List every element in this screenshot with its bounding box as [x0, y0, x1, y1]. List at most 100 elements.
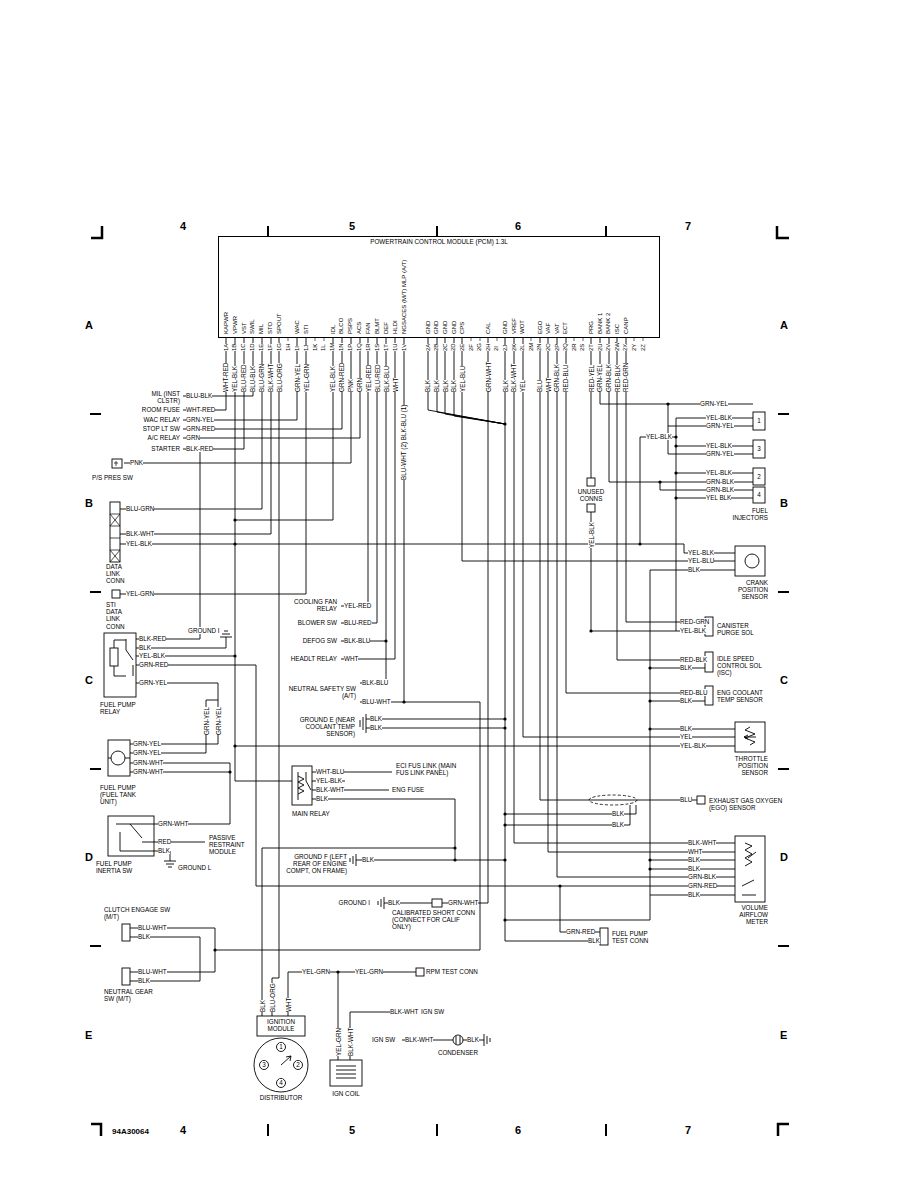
component-label: YEL BLK — [706, 494, 731, 501]
junction-dot — [674, 496, 677, 499]
wire — [366, 719, 505, 720]
component-label: GRN-BLK — [706, 486, 734, 493]
pin-number: 2D — [450, 343, 457, 351]
component-label: NEUTRAL SAFETY SW (A/T) — [288, 685, 356, 699]
component-label: BLK-RED — [186, 445, 213, 452]
component-label: BLK-WHT — [405, 1036, 433, 1043]
pin-number: 1L — [320, 344, 327, 351]
shield — [589, 795, 637, 805]
pin-number: 1Q — [356, 343, 363, 351]
component-label: A/C RELAY — [148, 434, 180, 441]
wire — [676, 418, 677, 631]
component-body — [104, 546, 765, 1092]
wire — [183, 338, 226, 410]
component-label: WHT-RED — [186, 406, 215, 413]
connector — [753, 440, 765, 458]
junction-dot — [503, 726, 506, 729]
component-body — [116, 824, 154, 851]
junction-dot — [233, 518, 236, 521]
wire — [442, 338, 488, 903]
component-label: BLK — [138, 933, 150, 940]
wire-color-code: BLU-ORG — [276, 363, 283, 392]
grid-reference: 6 — [515, 1124, 521, 1137]
component-label: FUEL PUMP TEST CONN — [612, 930, 660, 944]
wire — [124, 338, 351, 463]
pin-number: 2O — [545, 343, 552, 351]
wire-color-code: WHT — [392, 378, 399, 392]
pin-name: GND — [442, 321, 449, 334]
component-label: CANISTER PURGE SOL — [717, 622, 767, 636]
connector-cell — [110, 514, 120, 562]
junction-dot — [674, 471, 677, 474]
pin-number: 1C — [240, 343, 247, 351]
junction-dot — [666, 402, 669, 405]
junction-dot — [589, 629, 592, 632]
component-label: BLK-BLU — [362, 679, 388, 686]
wire — [462, 338, 735, 561]
pin-number: 1R — [365, 343, 372, 351]
component-label: RED-BLU — [680, 689, 708, 696]
component-label: ECI FUS LINK (MAIN FUS LINK PANEL) — [396, 762, 458, 776]
component-label: GRN-WHT — [133, 759, 163, 766]
junction-dot — [648, 699, 651, 702]
component-label: GRN-RED — [688, 882, 717, 889]
junction-dot — [384, 639, 387, 642]
ground-symbol — [220, 631, 232, 637]
pin-name: BANK 2 — [605, 313, 612, 334]
control-module-box: POWERTRAIN CONTROL MODULE (PCM) 1.3LKAPW… — [218, 236, 660, 338]
component-label: BLK — [612, 810, 624, 817]
junction-dot — [648, 727, 651, 730]
component-label: GRN-YEL — [706, 422, 734, 429]
pin-name: VREF — [511, 318, 518, 334]
pin-number: 2T — [588, 344, 595, 351]
component-label: GRN-YEL — [139, 679, 167, 686]
component-body — [735, 722, 765, 752]
component-label: HEADLT RELAY — [291, 655, 337, 662]
component-label: GRN-RED — [566, 928, 595, 935]
component-label: 3 — [262, 1061, 266, 1068]
pin-number: 2P — [554, 344, 561, 351]
pin-number: 2B — [433, 344, 440, 351]
connector — [753, 412, 765, 430]
connector — [112, 590, 120, 598]
component-label: GROUND I — [188, 627, 220, 634]
pin-name: ISC — [614, 324, 621, 334]
wire — [120, 338, 306, 594]
wire — [120, 544, 735, 553]
component-label: UNUSED CONNS — [574, 488, 608, 502]
component-label: YEL-GRN — [355, 968, 383, 975]
junction-dot — [674, 435, 677, 438]
junction-dot — [503, 422, 506, 425]
component-label: GROUND L — [178, 864, 211, 871]
wire-color-code: WHT — [545, 378, 552, 392]
component-body — [111, 751, 125, 765]
component-label: ENG COOLANT TEMP SENSOR — [717, 689, 772, 703]
pin-number: 1F — [267, 344, 274, 351]
wire-color-code: BLU-GRN — [258, 364, 265, 392]
wire-color-code: BLU-BLK — [249, 366, 256, 392]
wire — [650, 729, 735, 730]
component-label: BLK-BLU — [344, 637, 370, 644]
wire — [540, 338, 697, 800]
pin-number: 2G — [476, 343, 483, 351]
wire-color-code: BLU-RED — [240, 364, 247, 392]
component-label: DATA LINK CONN — [106, 563, 128, 585]
pin-number: 2V — [605, 344, 612, 351]
component-label: STOP LT SW — [143, 425, 180, 432]
wire — [183, 338, 244, 449]
component-body — [735, 546, 765, 576]
wire — [626, 338, 705, 622]
pin-number: 1K — [312, 344, 319, 351]
connector — [753, 487, 765, 503]
wire — [341, 338, 377, 623]
component-label: CONDENSER — [438, 1049, 478, 1056]
wire — [437, 338, 505, 424]
shield — [589, 795, 637, 805]
pin-name: CPS — [459, 322, 466, 334]
grid-reference: 7 — [685, 1124, 691, 1137]
component-label: P/S PRES SW — [92, 474, 133, 481]
frame-corner — [778, 1124, 789, 1136]
pin-number: 2X — [622, 344, 629, 351]
wire-color-code: BLK — [450, 380, 457, 392]
